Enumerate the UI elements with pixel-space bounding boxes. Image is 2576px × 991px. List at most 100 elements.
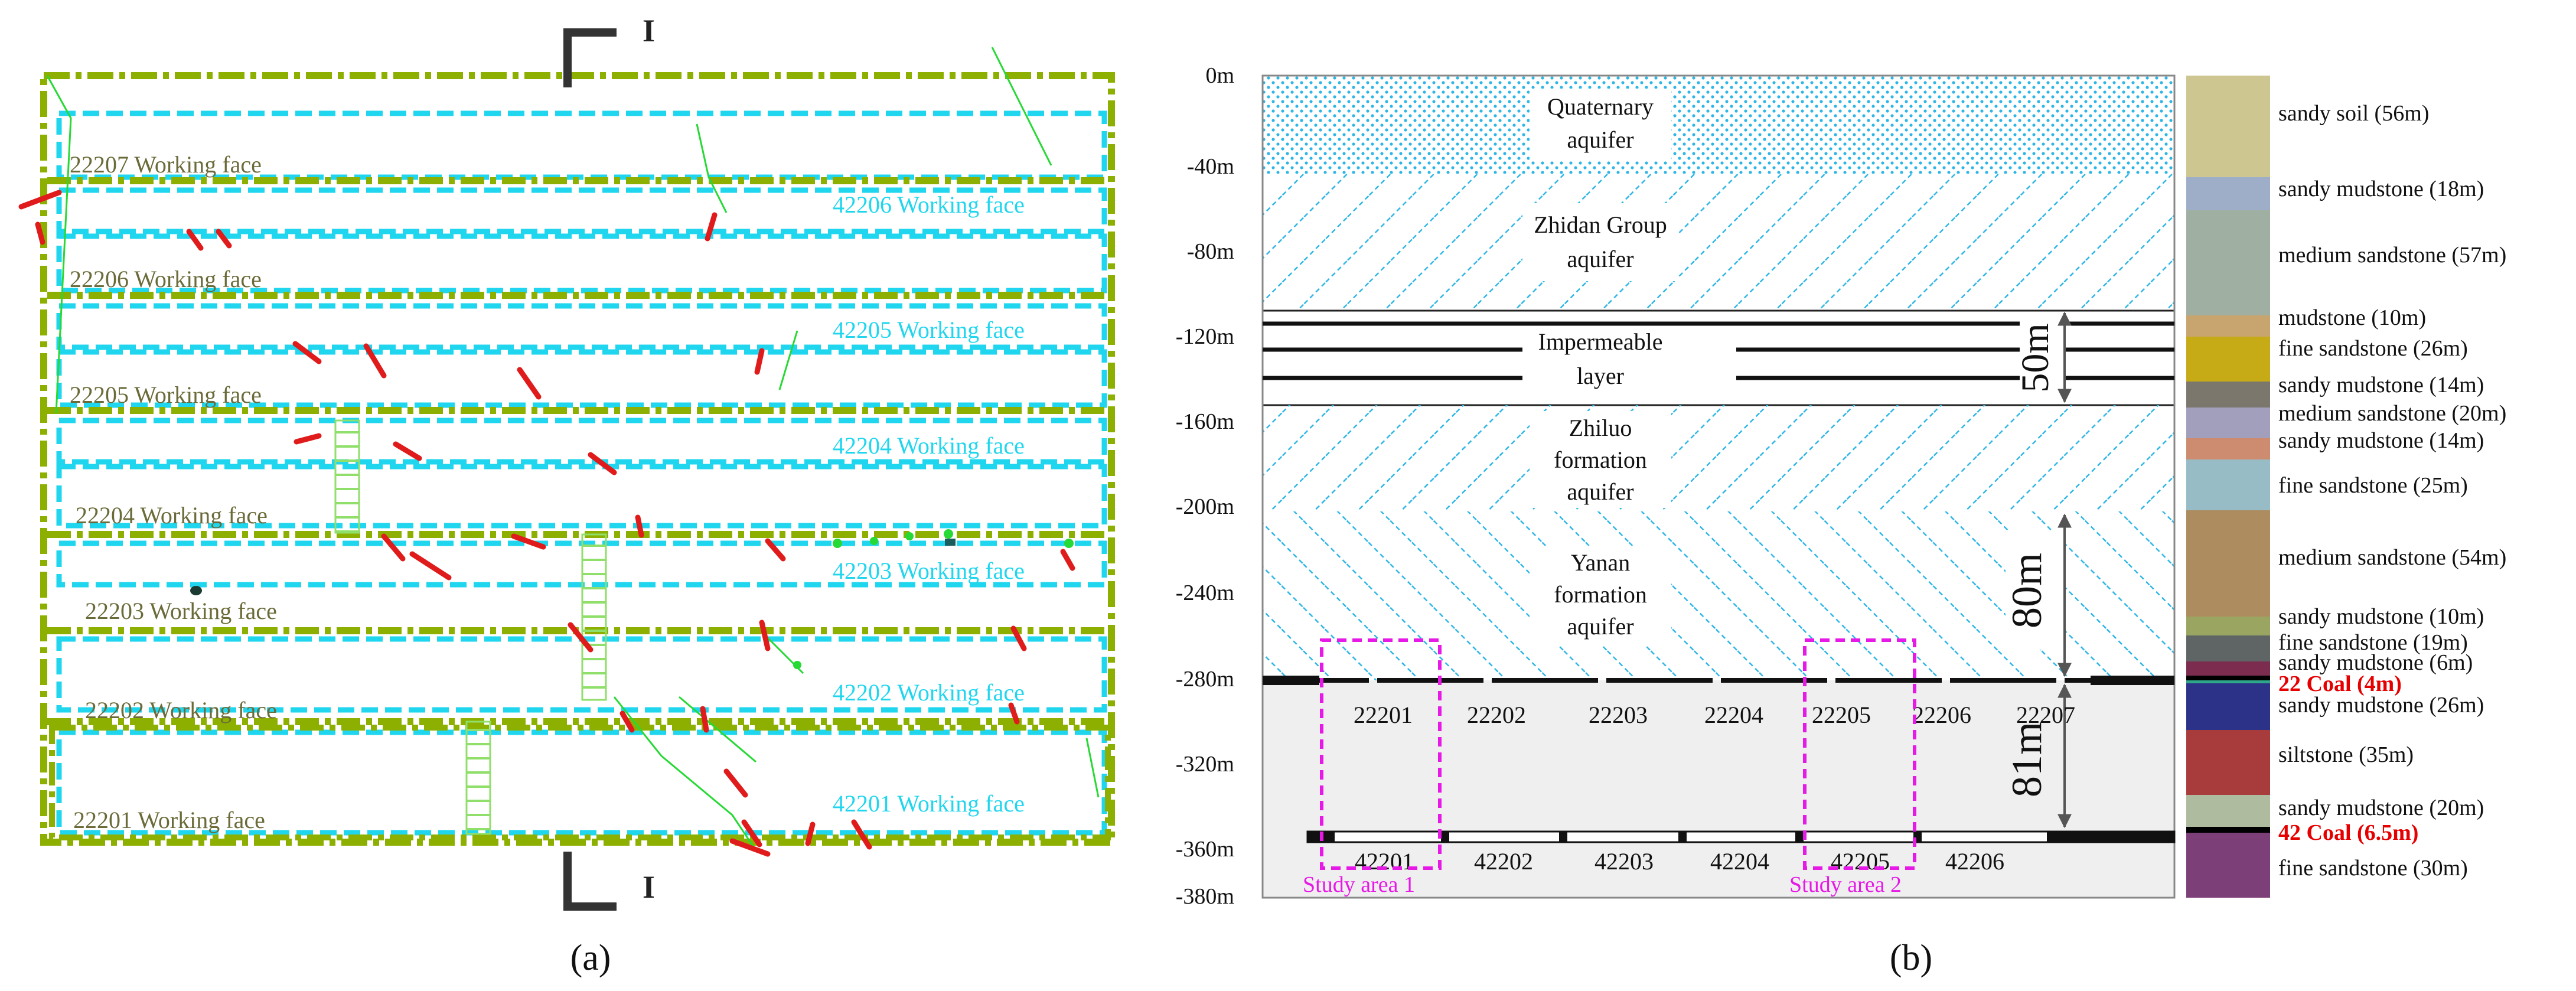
- panel-b-label: (b): [1890, 938, 1932, 978]
- dimension-80m: 80m: [2003, 513, 2072, 677]
- coal-measures: [1263, 680, 2174, 898]
- stratum-label: sandy mudstone (6m): [2278, 650, 2473, 675]
- stratum-block: [2186, 210, 2270, 315]
- stratum-block: [2186, 676, 2270, 682]
- section-marker-top: I: [563, 13, 655, 87]
- stratum-block: [2186, 833, 2270, 898]
- stratum-block: [2186, 795, 2270, 827]
- dimension-50m: 50m: [2014, 311, 2072, 403]
- svg-text:0m: 0m: [1205, 63, 1234, 88]
- section-marker-bottom: I: [563, 852, 655, 911]
- marker: [190, 586, 202, 595]
- svg-text:22203: 22203: [1589, 702, 1648, 728]
- svg-text:formation: formation: [1554, 446, 1647, 473]
- panel-stripes: [47, 110, 1111, 840]
- svg-text:-40m: -40m: [1187, 154, 1234, 179]
- stratum-block: [2186, 730, 2270, 795]
- stratum-block: [2186, 382, 2270, 408]
- face-label-42206: 42206 Working face: [833, 191, 1025, 218]
- strat-column: sandy soil (56m) sandy mudstone (18m) medi…: [2186, 76, 2506, 898]
- svg-text:-360m: -360m: [1176, 837, 1234, 862]
- depth-axis: 0m -40m -80m -120m -160m -200m -240m -28…: [1176, 63, 1234, 909]
- svg-text:42206: 42206: [1945, 848, 2004, 875]
- stratum-label: fine sandstone (19m): [2278, 630, 2468, 655]
- study-area-1-label: Study area 1: [1303, 872, 1415, 897]
- svg-text:Zhiluo: Zhiluo: [1569, 415, 1632, 441]
- stratum-label: sandy mudstone (14m): [2278, 373, 2484, 397]
- svg-text:22201: 22201: [1354, 702, 1413, 728]
- stratum-block: [2186, 635, 2270, 661]
- svg-text:42203: 42203: [1594, 848, 1654, 875]
- stratum-label: sandy mudstone (14m): [2278, 428, 2484, 453]
- svg-text:22204: 22204: [1704, 702, 1763, 728]
- face-label-22202: 22202 Working face: [85, 697, 277, 723]
- face-label-42203: 42203 Working face: [833, 558, 1025, 584]
- svg-text:I: I: [643, 869, 655, 905]
- panel-b: Quaternary aquifer Zhidan Group aquifer …: [1176, 63, 2176, 978]
- panel-a-label: (a): [570, 938, 611, 978]
- stratum-label: fine sandstone (26m): [2278, 336, 2468, 361]
- svg-text:Impermeable: Impermeable: [1538, 328, 1663, 355]
- svg-text:Zhidan Group: Zhidan Group: [1534, 211, 1667, 238]
- svg-text:aquifer: aquifer: [1567, 478, 1633, 505]
- svg-text:-80m: -80m: [1187, 239, 1234, 264]
- face-label-22206: 22206 Working face: [70, 266, 262, 292]
- study-area-2-label: Study area 2: [1789, 872, 1902, 897]
- labels-42: 42206 Working face 42205 Working face 42…: [833, 191, 1025, 817]
- svg-text:I: I: [643, 13, 655, 48]
- connector: [334, 419, 360, 534]
- svg-text:-320m: -320m: [1176, 752, 1234, 777]
- svg-text:layer: layer: [1577, 363, 1624, 389]
- panel-a: 22207 Working face 22206 Working face 22…: [18, 13, 1115, 978]
- svg-text:22206: 22206: [1912, 702, 1971, 728]
- stratum-block: [2186, 682, 2270, 730]
- svg-text:-120m: -120m: [1176, 324, 1234, 349]
- svg-text:80m: 80m: [2003, 553, 2050, 628]
- stratum-block: [2186, 510, 2270, 617]
- faces-22-labels: 22201 22202 22203 22204 22205 22206 2220…: [1354, 702, 2075, 728]
- svg-text:22202: 22202: [1467, 702, 1526, 728]
- section-frame: [1261, 74, 2176, 899]
- stratum-block: [2186, 661, 2270, 676]
- face-label-42202: 42202 Working face: [833, 679, 1025, 706]
- svg-text:-280m: -280m: [1176, 667, 1234, 692]
- svg-text:-380m: -380m: [1176, 884, 1234, 909]
- faults: [18, 190, 1075, 857]
- green-markers: [793, 529, 1074, 669]
- stratum-label: fine sandstone (30m): [2278, 856, 2468, 881]
- zhiluo-aquifer: [1263, 405, 2174, 511]
- svg-text:50m: 50m: [2014, 323, 2057, 392]
- stratum-label: sandy mudstone (10m): [2278, 604, 2484, 629]
- svg-text:aquifer: aquifer: [1567, 246, 1633, 272]
- stratum-label: sandy soil (56m): [2278, 101, 2429, 126]
- face-label-42204: 42204 Working face: [833, 432, 1025, 459]
- face-label-42205: 42205 Working face: [833, 317, 1025, 343]
- stratum-label: sandy mudstone (18m): [2278, 177, 2484, 201]
- marker: [945, 539, 956, 546]
- dimension-81m: 81m: [2003, 683, 2072, 829]
- svg-text:81m: 81m: [2003, 722, 2050, 797]
- svg-text:-160m: -160m: [1176, 409, 1234, 434]
- svg-text:formation: formation: [1554, 581, 1647, 608]
- stratum-label: siltstone (35m): [2278, 742, 2414, 767]
- svg-text:42205: 42205: [1831, 848, 1890, 875]
- stratum-label: medium sandstone (20m): [2278, 401, 2506, 426]
- stratum-label: sandy mudstone (26m): [2278, 693, 2484, 718]
- svg-text:-240m: -240m: [1176, 581, 1234, 605]
- face-label-22207: 22207 Working face: [70, 151, 262, 178]
- svg-text:Yanan: Yanan: [1571, 549, 1630, 576]
- stratum-divider: [2186, 680, 2270, 683]
- connector: [581, 533, 607, 701]
- svg-text:42204: 42204: [1710, 848, 1769, 875]
- stratum-block: [2186, 459, 2270, 510]
- stratum-block: [2186, 617, 2270, 635]
- svg-text:42202: 42202: [1474, 848, 1533, 875]
- stratum-block: [2186, 177, 2270, 210]
- svg-text:22205: 22205: [1812, 702, 1871, 728]
- stratum-block: [2186, 315, 2270, 337]
- svg-text:aquifer: aquifer: [1567, 126, 1633, 153]
- study-area-2: [1803, 638, 1916, 870]
- aquifer-labels: Quaternary aquifer Zhidan Group aquifer …: [1522, 89, 1678, 646]
- mine-boundary: [40, 72, 1115, 846]
